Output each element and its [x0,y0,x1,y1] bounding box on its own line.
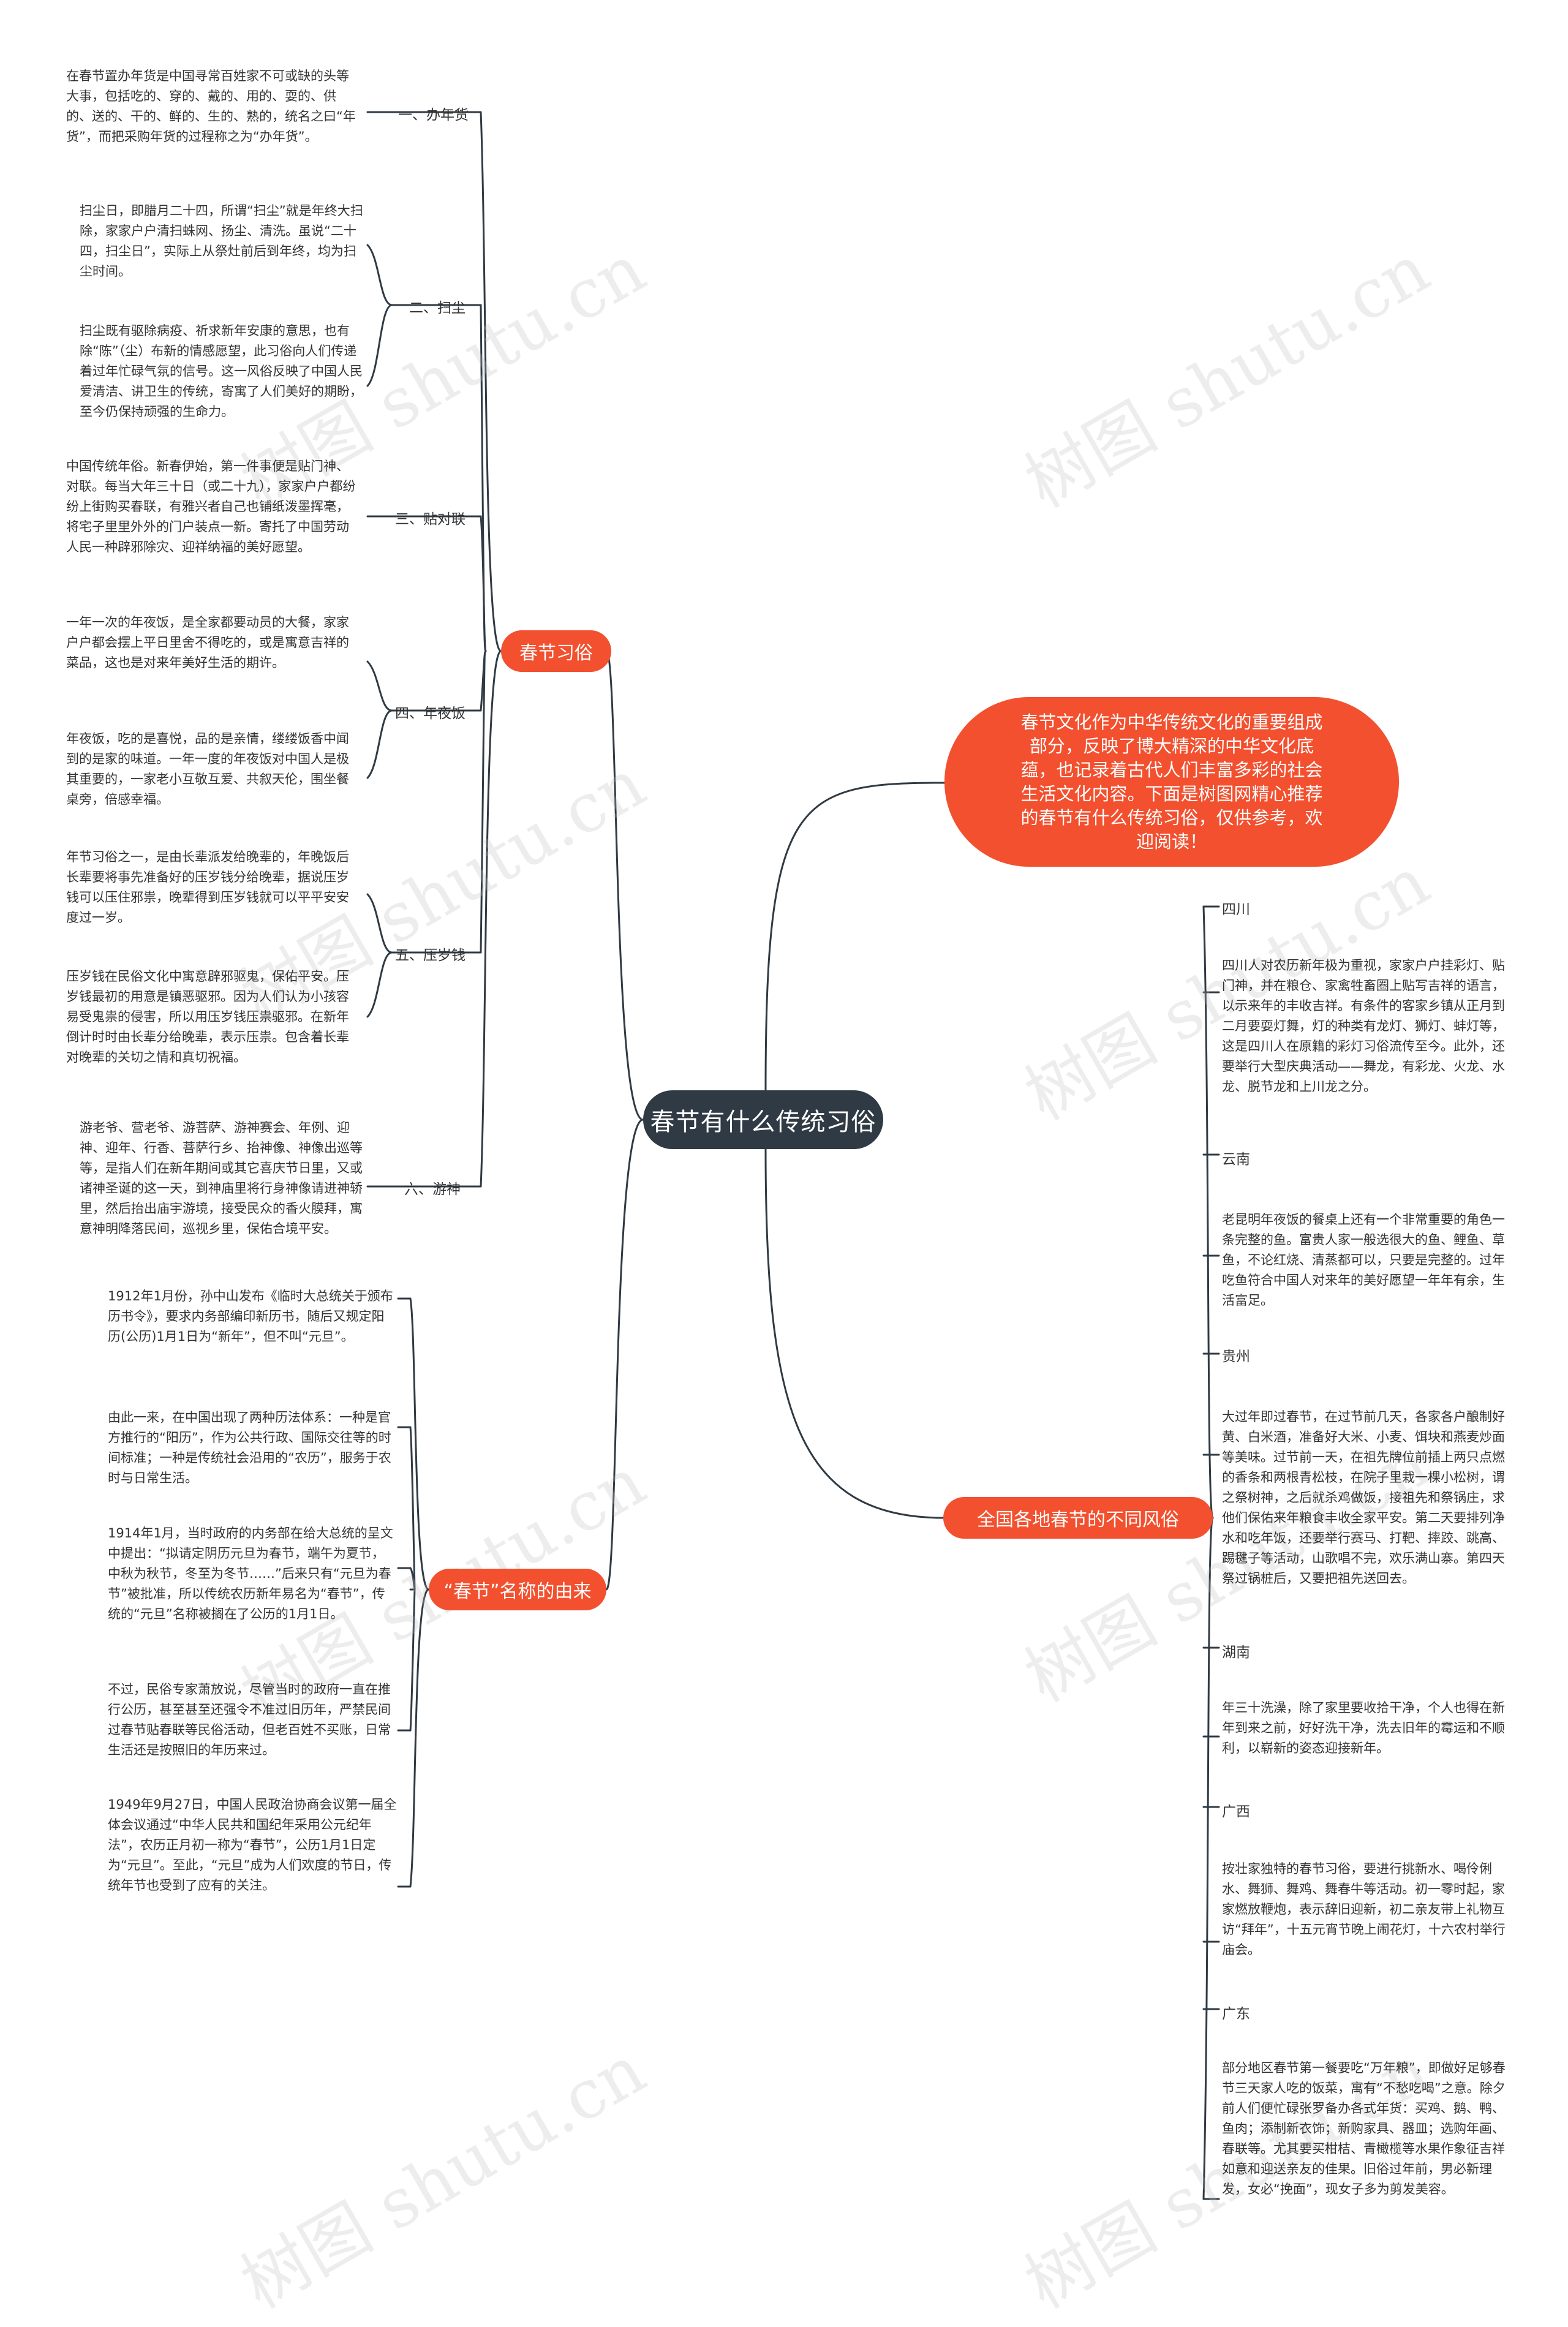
customs-item-text: 扫尘日，即腊月二十四，所谓“扫尘”就是年终大扫除，家家户户清扫蛛网、扬尘、清洗。… [80,203,363,279]
region-text: 大过年即过春节，在过节前几天，各家各户酿制好黄、白米酒，准备好大米、小麦、饵块和… [1222,1409,1505,1586]
customs-item-text: 压岁钱在民俗文化中寓意辟邪驱鬼，保佑平安。压岁钱最初的用意是镇恶驱邪。因为人们认… [66,969,349,1065]
region-label: 四川 [1222,902,1250,918]
branch-origin-label: “春节”名称的由来 [443,1581,592,1602]
root-topic[interactable]: 春节有什么传统习俗 [643,1090,883,1149]
customs-item-label: 三、贴对联 [395,511,466,527]
customs-item-label: 四、年夜饭 [395,706,466,722]
region-label: 云南 [1222,1152,1250,1167]
region-text: 按壮家独特的春节习俗，要进行挑新水、喝伶俐水、舞狮、舞鸡、舞春牛等活动。初一零时… [1222,1861,1506,1957]
branch-customs-label: 春节习俗 [519,643,593,664]
region-text: 年三十洗澡，除了家里要收拾干净，个人也得在新年到来之前，好好洗干净，洗去旧年的霉… [1222,1700,1505,1756]
branch-customs[interactable]: 春节习俗 [501,630,611,672]
customs-item-label: 一、办年货 [398,107,469,123]
customs-item-text: 游老爷、营老爷、游菩萨、游神赛会、年例、迎神、迎年、行香、菩萨行乡、抬神像、神像… [80,1120,363,1236]
intro-text: 春节文化作为中华传统文化的重要组成部分，反映了博大精深的中华文化底蕴，也记录着古… [1020,711,1323,852]
origin-text: 1949年9月27日，中国人民政治协商会议第一届全体会议通过“中华人民共和国纪年… [108,1797,397,1893]
region-label: 贵州 [1222,1349,1250,1365]
customs-item-text: 年夜饭，吃的是喜悦，品的是亲情，缕缕饭香中闻到的是家的味道。一年一度的年夜饭对中… [66,731,349,807]
region-text: 四川人对农历新年极为重视，家家户户挂彩灯、贴门神，并在粮仓、家禽牲畜圈上贴写吉祥… [1222,958,1505,1094]
region-text: 老昆明年夜饭的餐桌上还有一个非常重要的角色一条完整的鱼。富贵人家一般选很大的鱼、… [1222,1212,1505,1308]
branch-regional[interactable]: 全国各地春节的不同风俗 [943,1497,1213,1539]
origin-text: 1914年1月，当时政府的内务部在给大总统的呈文中提出：“拟请定阴历元旦为春节，… [108,1526,393,1621]
customs-item-text: 中国传统年俗。新春伊始，第一件事便是贴门神、对联。每当大年三十日（或二十九），家… [66,459,356,554]
customs-item-label: 二、扫尘 [409,300,466,316]
region-label: 广西 [1222,1804,1250,1820]
region-text: 部分地区春节第一餐要吃“万年粮”，即做好足够春节三天家人吃的饭菜，寓有“不愁吃喝… [1222,2061,1506,2197]
root-topic-label: 春节有什么传统习俗 [650,1108,876,1136]
customs-item-text: 扫尘既有驱除病疫、祈求新年安康的意思，也有除“陈”（尘）布新的情感愿望，此习俗向… [80,323,363,419]
origin-text: 1912年1月份，孙中山发布《临时大总统关于颁布历书令》，要求内务部编印新历书，… [108,1289,393,1344]
region-label: 湖南 [1222,1645,1250,1661]
origin-text: 不过，民俗专家萧放说，尽管当时的政府一直在推行公历，甚至甚至还强令不准过旧历年，… [108,1682,391,1757]
intro-node[interactable]: 春节文化作为中华传统文化的重要组成部分，反映了博大精深的中华文化底蕴，也记录着古… [944,697,1399,867]
region-label: 广东 [1222,2006,1250,2022]
branch-regional-label: 全国各地春节的不同风俗 [977,1509,1179,1531]
customs-item-text: 一年一次的年夜饭，是全家都要动员的大餐，家家户户都会摆上平日里舍不得吃的，或是寓… [66,615,349,670]
customs-item-text: 年节习俗之一，是由长辈派发给晚辈的，年晚饭后长辈要将事先准备好的压岁钱分给晚辈，… [66,850,349,925]
connector-lines [366,111,1220,2200]
origin-text: 由此一来，在中国出现了两种历法体系：一种是官方推行的“阳历”，作为公共行政、国际… [108,1410,391,1485]
branch-origin[interactable]: “春节”名称的由来 [429,1569,606,1610]
customs-item-text: 在春节置办年货是中国寻常百姓家不可或缺的头等大事，包括吃的、穿的、戴的、用的、耍… [66,69,356,144]
customs-item-label: 五、压岁钱 [395,948,466,964]
customs-item-label: 六、游神 [404,1182,461,1197]
